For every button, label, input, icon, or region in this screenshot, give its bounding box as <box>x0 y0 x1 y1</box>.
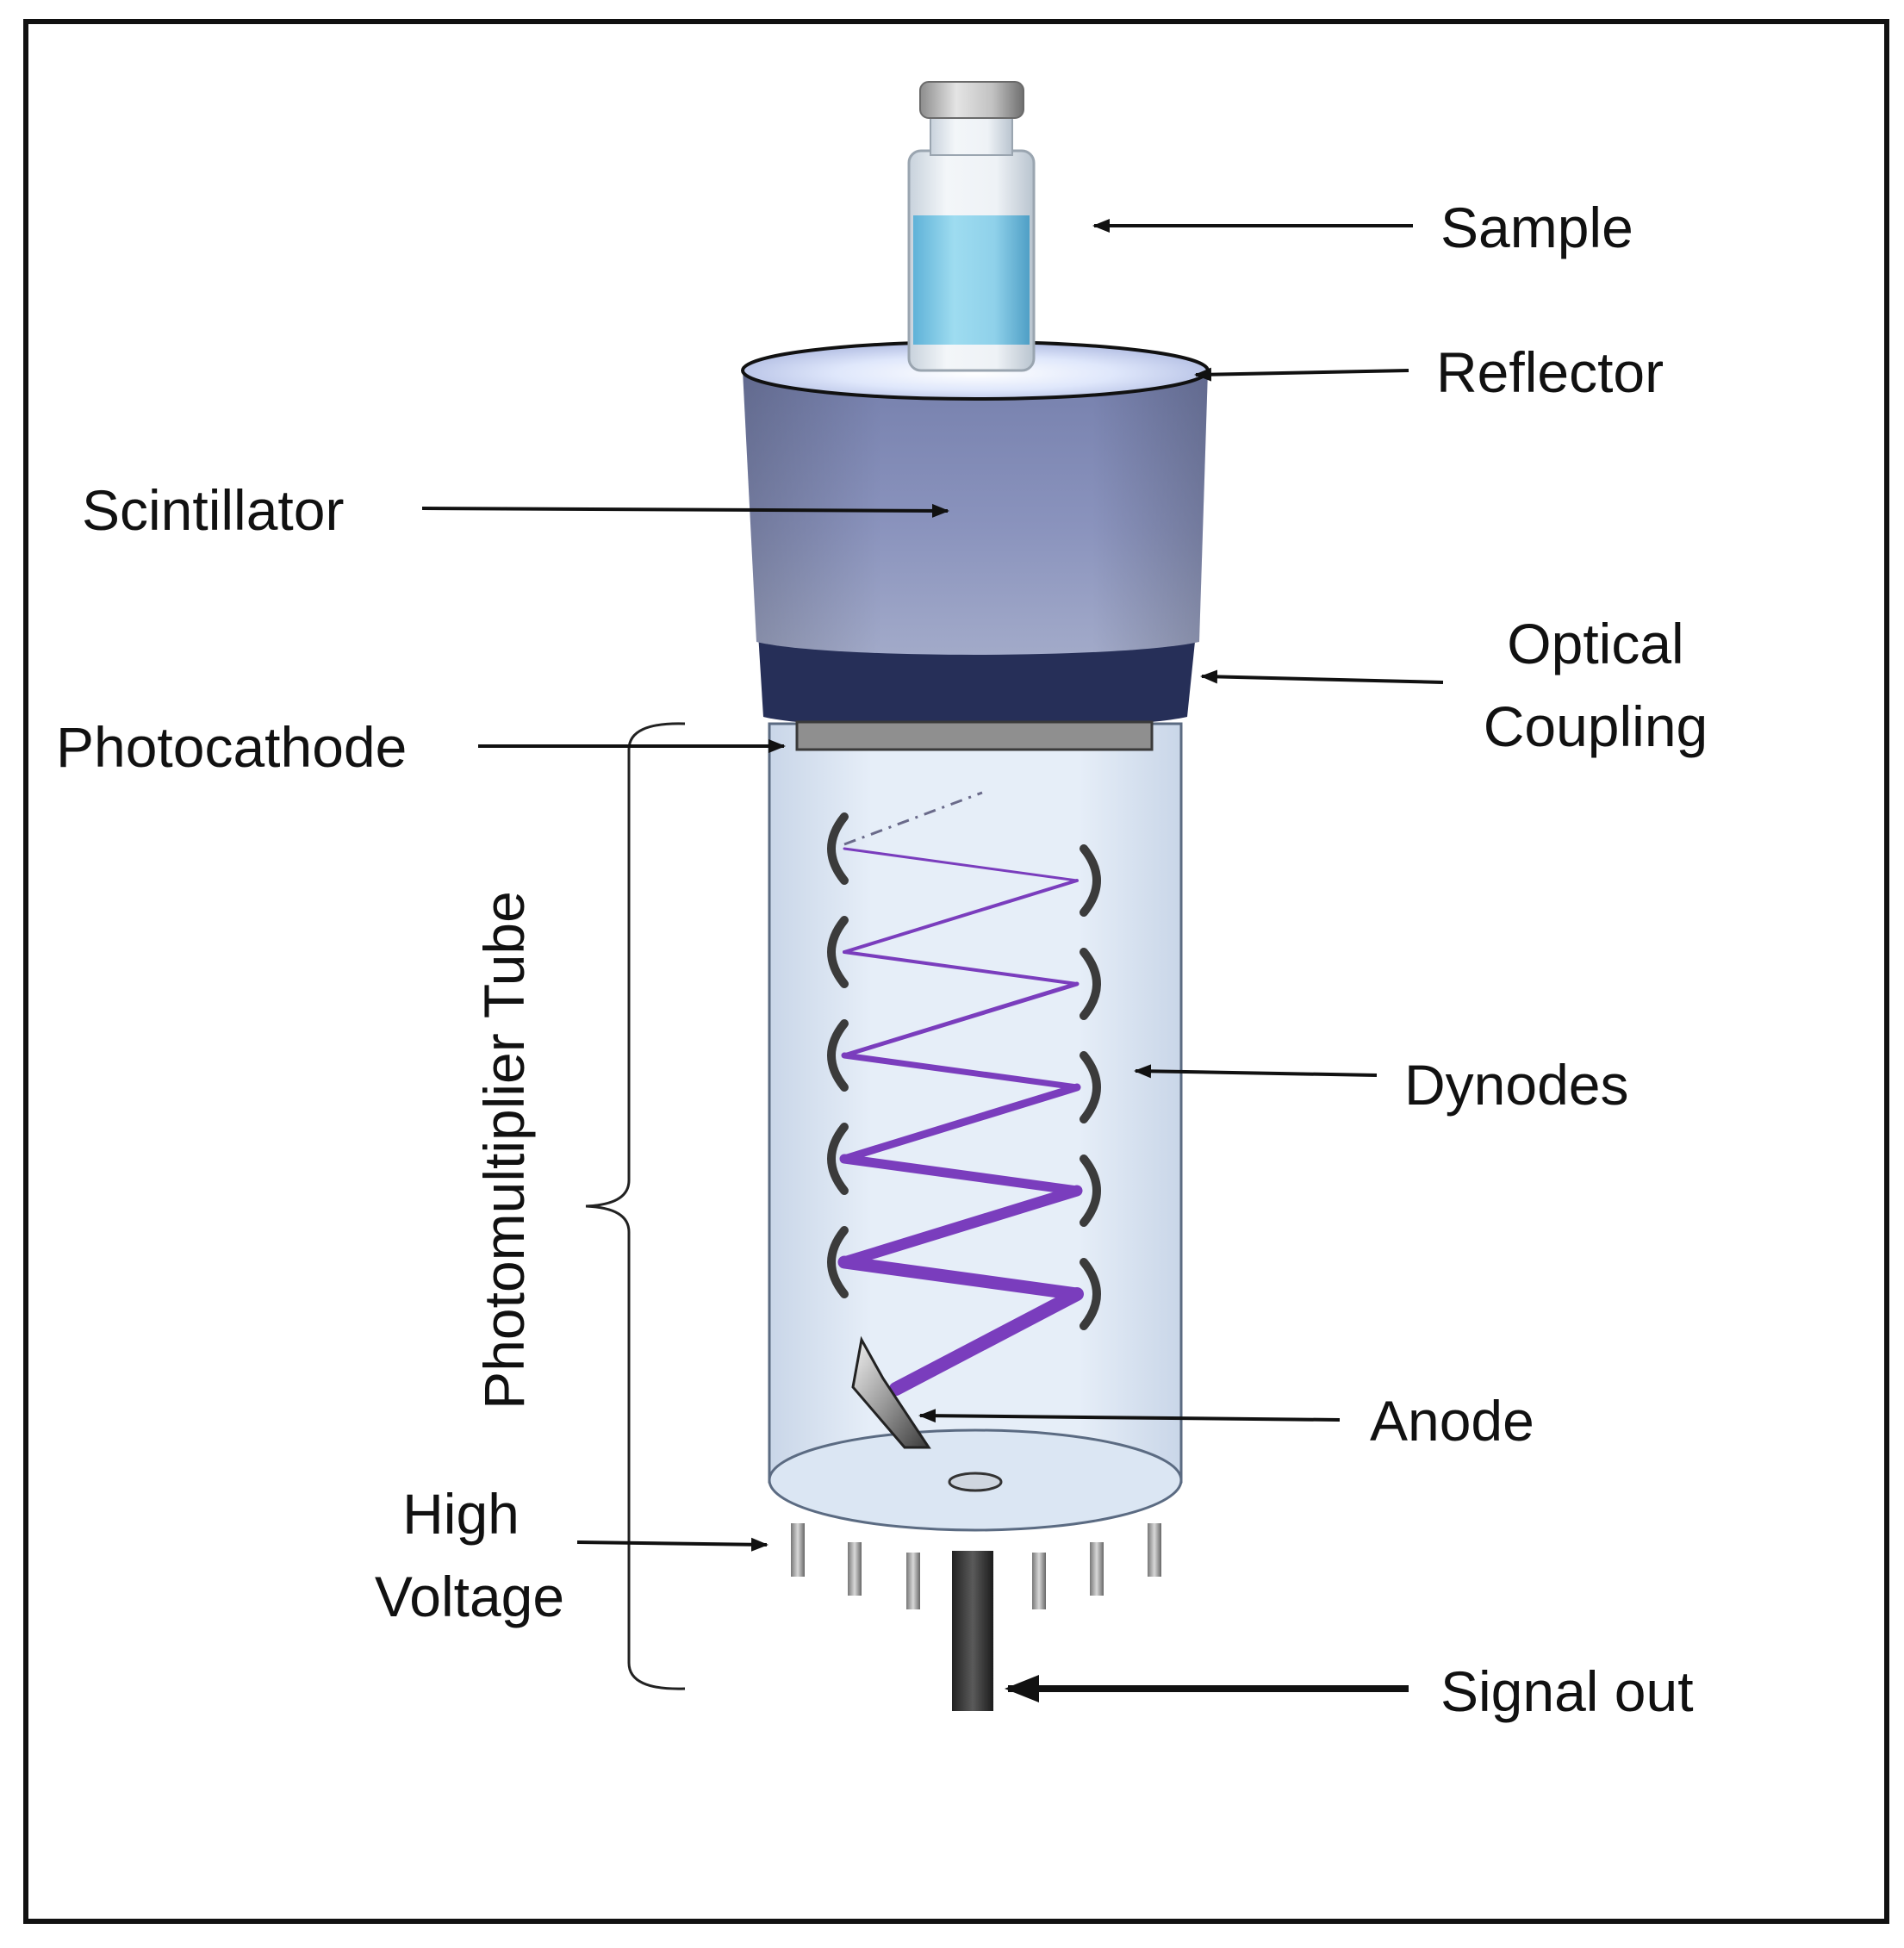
pointer-arrows <box>421 219 1444 1702</box>
optical-coupling-label-line2: Coupling <box>1484 694 1708 758</box>
optical-coupling-arrow <box>1200 669 1444 684</box>
anode <box>851 1335 931 1449</box>
dynode <box>827 916 849 988</box>
electron-path-segment <box>839 1154 1082 1196</box>
dynodes-label: Dynodes <box>1404 1053 1629 1117</box>
electron-path-segment <box>843 950 1079 986</box>
anode-arrow <box>918 1409 1341 1423</box>
signal-out-label: Signal out <box>1440 1659 1694 1723</box>
reflector-label: Reflector <box>1436 340 1664 404</box>
dynode <box>1080 1051 1101 1123</box>
pin <box>848 1542 862 1596</box>
high-voltage-label-line1: High <box>402 1482 520 1546</box>
scintillator-crystal <box>741 340 1210 751</box>
pin <box>1148 1523 1161 1577</box>
pin <box>791 1523 805 1577</box>
pmt-label: Photomultiplier Tube <box>472 891 536 1410</box>
sample-vial <box>907 81 1036 372</box>
electron-path-segment <box>841 1052 1080 1091</box>
electron-path-segment <box>840 1083 1081 1163</box>
scintillator-shading <box>743 370 1208 655</box>
anode-label: Anode <box>1370 1389 1534 1453</box>
photocathode-label: Photocathode <box>56 715 407 779</box>
signal-out-connector <box>952 1551 993 1711</box>
pin <box>1090 1542 1104 1596</box>
pin <box>906 1553 920 1609</box>
dynode <box>827 1019 849 1092</box>
sample-label: Sample <box>1440 196 1633 259</box>
electron-path-segment <box>843 879 1079 954</box>
scintillator-label: Scintillator <box>82 478 344 542</box>
optical-coupling-label-line1: Optical <box>1507 612 1683 675</box>
dynode <box>1080 1154 1101 1227</box>
scintillator-arrow <box>421 503 949 518</box>
incident-photon-path <box>843 791 983 846</box>
dynode <box>827 1226 849 1298</box>
electron-path-segment <box>842 981 1080 1058</box>
base-center-hole <box>948 1472 1003 1492</box>
vial-neck <box>930 111 1013 156</box>
dynode <box>827 1123 849 1195</box>
vial-liquid <box>913 215 1030 345</box>
high-voltage-arrow <box>576 1537 768 1552</box>
reflector-arrow <box>1194 367 1409 382</box>
dynodes <box>827 812 1101 1330</box>
tube-glass-body <box>768 722 1183 1484</box>
electron-path-segment <box>843 847 1079 882</box>
photomultiplier-tube <box>768 722 1183 1532</box>
electron-path-segment <box>838 1185 1083 1268</box>
dynode <box>1080 1258 1101 1330</box>
pmt-bracket <box>585 722 686 1690</box>
high-voltage-label-line2: Voltage <box>375 1565 564 1628</box>
optical-coupling-layer <box>758 633 1196 729</box>
vial-cap <box>919 81 1024 119</box>
electron-path-segment <box>889 1287 1084 1396</box>
electron-cascade <box>837 847 1084 1396</box>
pin <box>1032 1553 1046 1609</box>
photocathode <box>795 720 1154 751</box>
dynode <box>1080 844 1101 917</box>
dynodes-arrow <box>1134 1064 1378 1079</box>
dynode <box>827 812 849 885</box>
electron-path-segment <box>837 1255 1084 1301</box>
dynode <box>1080 948 1101 1020</box>
